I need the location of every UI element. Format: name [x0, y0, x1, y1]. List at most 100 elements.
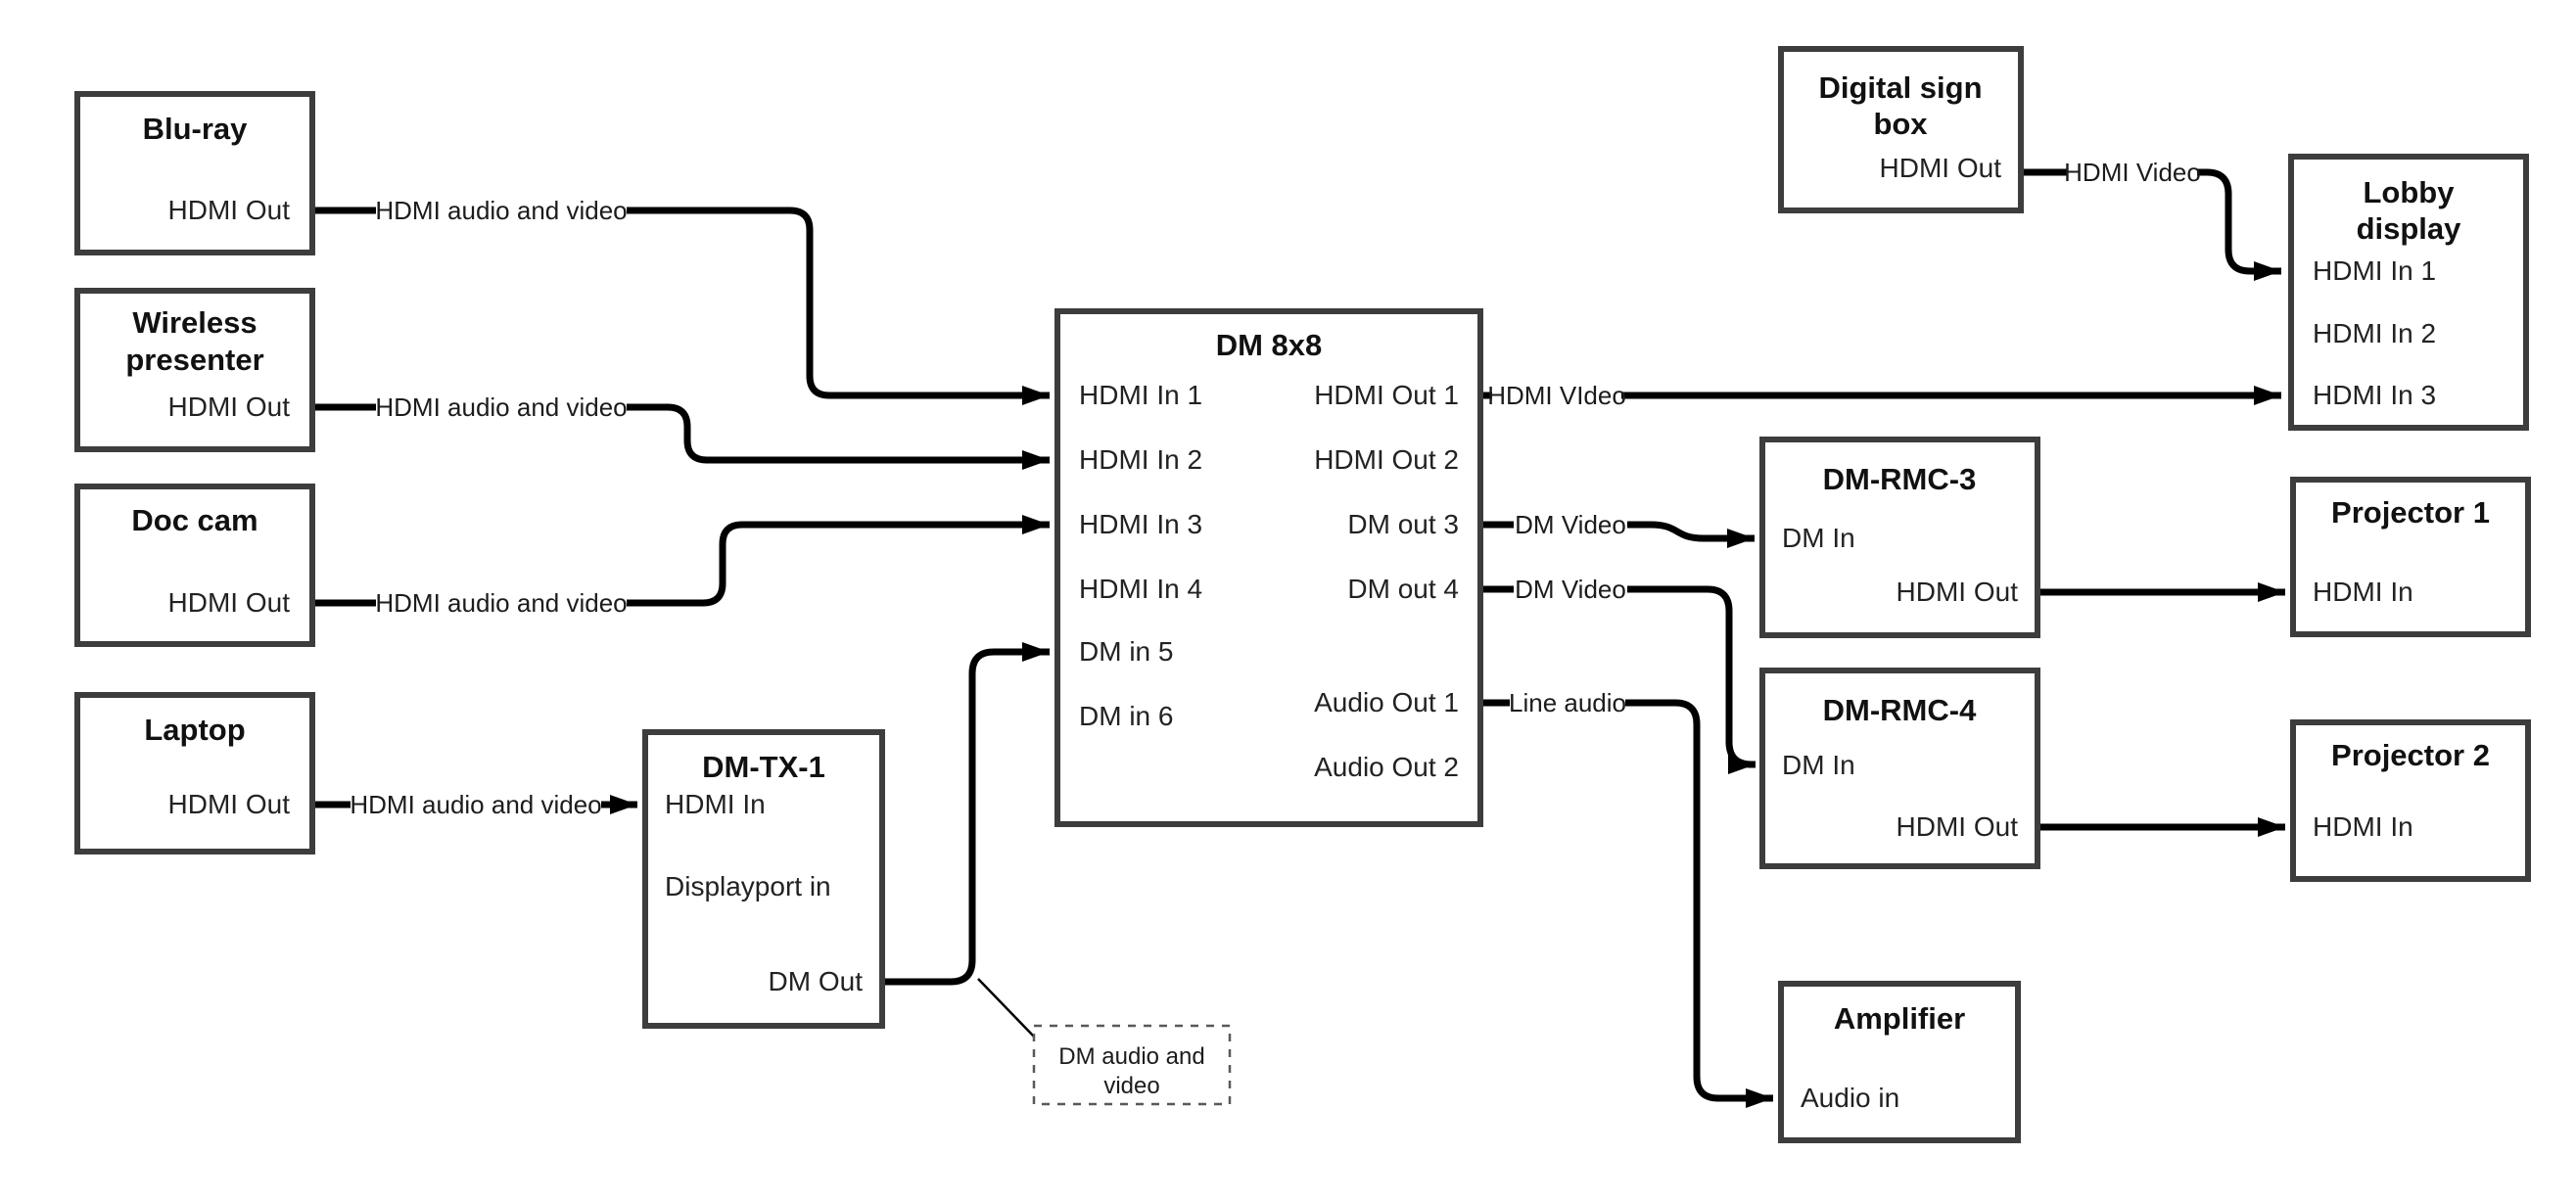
node-digitalsign-title-line1: Digital sign	[1818, 70, 1982, 105]
node-lobby-port-hdmi-in-1: HDMI In 1	[2313, 255, 2436, 286]
node-projector-2: Projector 2 HDMI In	[2290, 719, 2531, 882]
edge-digitalsign-to-lobby	[2021, 168, 2281, 281]
node-doccam-title: Doc cam	[131, 503, 258, 537]
node-dmtx1-title: DM-TX-1	[702, 750, 825, 784]
edge-bluray-to-dm8x8	[312, 207, 1050, 405]
edge-dm8x8-audio1-to-amplifier	[1480, 699, 1773, 1108]
node-lobby-port-hdmi-in-2: HDMI In 2	[2313, 318, 2436, 348]
node-lobby-title-line1: Lobby	[2364, 175, 2456, 209]
node-dm8x8-port-hdmi-in-4: HDMI In 4	[1079, 574, 1202, 604]
node-amplifier-title: Amplifier	[1834, 1001, 1965, 1036]
node-dmtx1-port-hdmi-in: HDMI In	[665, 789, 766, 819]
annotation-callout-line	[977, 978, 1036, 1039]
node-doc-cam: Doc cam HDMI Out	[74, 484, 315, 647]
node-wireless-title-line1: Wireless	[132, 305, 257, 340]
edge-label-audio1: Line audio	[1509, 688, 1626, 717]
node-digitalsign-title-line2: box	[1873, 107, 1928, 141]
node-laptop-box	[74, 692, 315, 855]
edge-label-bg	[1510, 686, 1625, 719]
edge-label-doccam: HDMI audio and video	[375, 588, 627, 618]
node-dmtx1-port-displayport-in: Displayport in	[665, 871, 831, 901]
edge-dm8x8-out3-to-dmrmc3	[1480, 521, 1755, 548]
edge-label-bg	[376, 586, 627, 620]
node-dmtx1-box	[642, 729, 885, 1029]
node-proj2-port-hdmi-in: HDMI In	[2313, 811, 2413, 842]
node-projector-1: Projector 1 HDMI In	[2290, 477, 2531, 637]
edge-label-bg	[351, 788, 601, 821]
edge-doccam-to-dm8x8	[312, 515, 1050, 607]
edge-label-bg	[1514, 573, 1627, 606]
edge-label-out1: HDMI VIdeo	[1487, 381, 1626, 410]
edge-label-out3: DM Video	[1515, 510, 1626, 539]
edge-wireless-to-dm8x8	[312, 403, 1050, 470]
node-amplifier-port-audio-in: Audio in	[1801, 1083, 1899, 1113]
node-amplifier: Amplifier Audio in	[1778, 981, 2021, 1143]
node-wireless-box	[74, 288, 315, 452]
node-dm-8x8: DM 8x8 HDMI In 1 HDMI In 2 HDMI In 3 HDM…	[1054, 308, 1483, 827]
node-amplifier-box	[1778, 981, 2021, 1143]
node-bluray-title: Blu-ray	[143, 112, 249, 146]
node-digitalsign-box	[1778, 46, 2024, 213]
edge-label-bg	[2068, 156, 2197, 189]
annotation-text-line2: video	[1103, 1073, 1159, 1099]
node-wireless-port-hdmi-out: HDMI Out	[168, 392, 291, 422]
node-dmrmc3-title: DM-RMC-3	[1823, 462, 1977, 496]
node-dmtx1-port-dm-out: DM Out	[769, 966, 864, 996]
node-dm-rmc-3: DM-RMC-3 DM In HDMI Out	[1759, 437, 2040, 638]
node-dm8x8-port-hdmi-out-1: HDMI Out 1	[1314, 380, 1459, 410]
node-dmrmc4-box	[1759, 668, 2040, 869]
node-dm8x8-port-hdmi-in-3: HDMI In 3	[1079, 509, 1202, 539]
node-digitalsign-port-hdmi-out: HDMI Out	[1880, 153, 2002, 183]
edge-label-bg	[376, 391, 627, 424]
node-lobby-box	[2288, 154, 2529, 431]
node-dm8x8-port-dm-in-5: DM in 5	[1079, 636, 1173, 667]
node-dm8x8-title: DM 8x8	[1216, 328, 1323, 362]
node-bluray: Blu-ray HDMI Out	[74, 91, 315, 255]
annotation-text-line1: DM audio and	[1058, 1043, 1204, 1070]
node-lobby-port-hdmi-in-3: HDMI In 3	[2313, 380, 2436, 410]
node-proj1-box	[2290, 477, 2531, 637]
node-dmrmc4-port-dm-in: DM In	[1782, 750, 1855, 780]
node-dm8x8-port-hdmi-in-2: HDMI In 2	[1079, 444, 1202, 475]
annotation-dm-audio-video: DM audio and video	[1032, 1024, 1232, 1106]
node-dm8x8-port-audio-out-2: Audio Out 2	[1314, 752, 1459, 782]
node-dm8x8-port-dm-out-4: DM out 4	[1347, 574, 1459, 604]
node-proj2-title: Projector 2	[2331, 738, 2490, 772]
node-lobby-display: Lobby display HDMI In 1 HDMI In 2 HDMI I…	[2288, 154, 2529, 431]
edge-label-out4: DM Video	[1515, 575, 1626, 604]
node-dm8x8-box	[1054, 308, 1483, 827]
edge-label-bg	[376, 194, 627, 227]
edge-label-laptop: HDMI audio and video	[350, 790, 601, 819]
edge-dmtx1-to-dm8x8	[882, 642, 1050, 986]
node-bluray-port-hdmi-out: HDMI Out	[168, 195, 291, 225]
edge-label-bg	[1514, 508, 1627, 541]
node-dm-rmc-4: DM-RMC-4 DM In HDMI Out	[1759, 668, 2040, 869]
node-laptop-title: Laptop	[144, 713, 245, 747]
node-laptop: Laptop HDMI Out	[74, 692, 315, 855]
node-dm-tx-1: DM-TX-1 HDMI In Displayport in DM Out	[642, 729, 885, 1029]
annotation-box	[1032, 1024, 1232, 1106]
node-dm8x8-port-hdmi-in-1: HDMI In 1	[1079, 380, 1202, 410]
node-wireless-title-line2: presenter	[125, 343, 263, 377]
node-laptop-port-hdmi-out: HDMI Out	[168, 789, 291, 819]
edge-label-digitalsign: HDMI Video	[2064, 158, 2201, 187]
node-dm8x8-port-dm-in-6: DM in 6	[1079, 701, 1173, 731]
node-dmrmc4-port-hdmi-out: HDMI Out	[1897, 811, 2019, 842]
node-digital-sign-box: Digital sign box HDMI Out	[1778, 46, 2024, 213]
node-dmrmc3-port-dm-in: DM In	[1782, 523, 1855, 553]
node-doccam-box	[74, 484, 315, 647]
node-dm8x8-port-hdmi-out-2: HDMI Out 2	[1314, 444, 1459, 475]
node-dmrmc3-port-hdmi-out: HDMI Out	[1897, 577, 2019, 607]
node-dmrmc3-box	[1759, 437, 2040, 638]
edge-dm8x8-out4-to-dmrmc4	[1480, 585, 1756, 774]
node-dm8x8-port-audio-out-1: Audio Out 1	[1314, 687, 1459, 717]
node-proj1-port-hdmi-in: HDMI In	[2313, 577, 2413, 607]
node-lobby-title-line2: display	[2357, 211, 2462, 246]
edge-label-bg	[1492, 379, 1621, 412]
node-dmrmc4-title: DM-RMC-4	[1823, 693, 1977, 727]
node-wireless-presenter: Wireless presenter HDMI Out	[74, 288, 315, 452]
node-proj1-title: Projector 1	[2331, 495, 2490, 530]
edge-label-wireless: HDMI audio and video	[375, 393, 627, 422]
